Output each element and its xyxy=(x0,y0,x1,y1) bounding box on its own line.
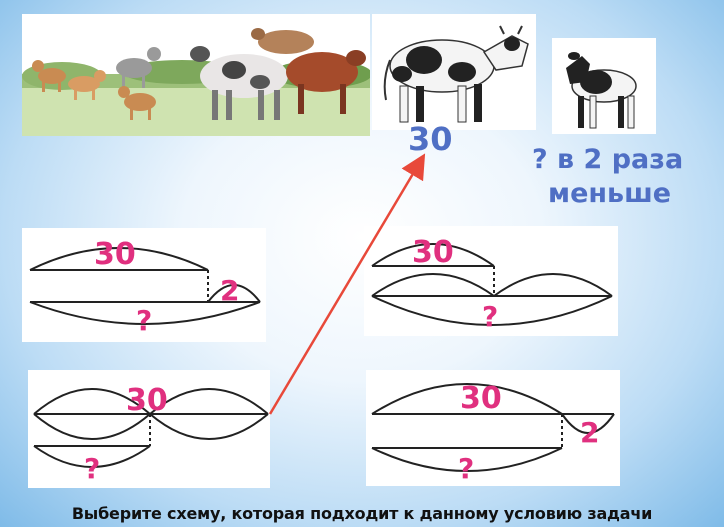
scheme-2-top-value: 30 xyxy=(412,235,454,270)
scheme-2-question: ? xyxy=(482,300,498,333)
scheme-1-top-value: 30 xyxy=(94,237,136,272)
scheme-4-diagram: 30 2 ? xyxy=(371,381,615,485)
scheme-4-question: ? xyxy=(458,452,474,485)
cow-illustration xyxy=(383,25,529,123)
task-instruction: Выберите схему, которая подходит к данно… xyxy=(71,504,653,523)
scheme-4-top-value: 30 xyxy=(460,381,502,416)
herd-picture xyxy=(22,14,370,136)
calf-question-line2: меньше xyxy=(548,178,672,209)
scheme-3-diagram: 30 ? xyxy=(33,383,269,485)
arrow-line xyxy=(268,153,426,415)
calf-illustration xyxy=(566,52,637,129)
scheme-4-extra-value: 2 xyxy=(580,416,599,449)
scheme-3-top-value: 30 xyxy=(126,383,168,418)
calf-picture xyxy=(552,38,656,134)
cow-picture xyxy=(372,14,536,130)
cow-count: 30 xyxy=(408,120,453,158)
scheme-2[interactable]: 30 ? xyxy=(364,226,618,336)
scheme-2-diagram: 30 ? xyxy=(371,235,613,333)
scheme-4[interactable]: 30 2 ? xyxy=(366,370,620,486)
scheme-3[interactable]: 30 ? xyxy=(28,370,270,488)
scheme-1[interactable]: 30 2 ? xyxy=(22,228,266,342)
herd-illustration xyxy=(22,28,370,136)
scheme-3-question: ? xyxy=(84,452,100,485)
scheme-1-question: ? xyxy=(136,304,152,337)
scheme-1-diagram: 30 2 ? xyxy=(29,237,261,337)
scheme-1-extra-value: 2 xyxy=(220,274,239,307)
calf-question-line1: ? в 2 раза xyxy=(532,144,684,175)
